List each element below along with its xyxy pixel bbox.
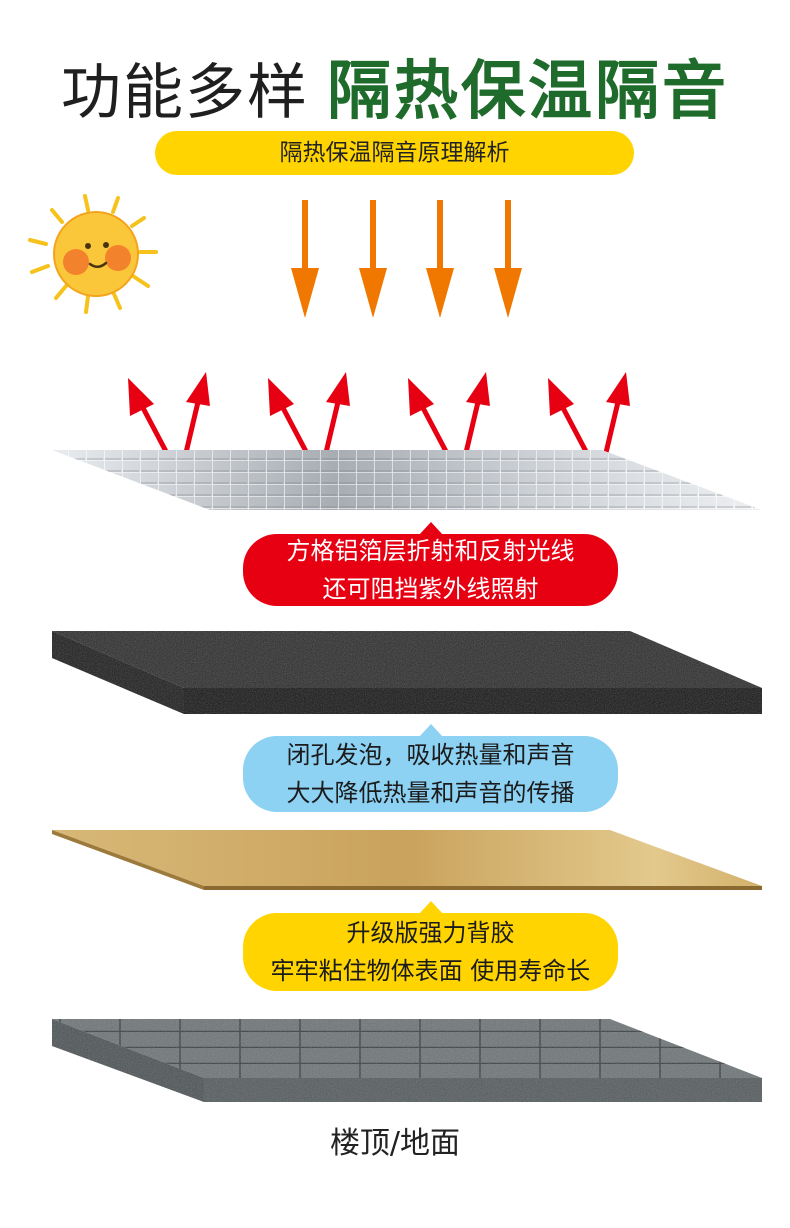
adhesive-tip-line-2: 牢牢粘住物体表面 使用寿命长 [270,957,591,985]
foam-tip-line-1: 闭孔发泡，吸收热量和声音 [286,741,575,769]
foam-tip-bubble: 闭孔发泡，吸收热量和声音 大大降低热量和声音的传播 [243,724,618,812]
orange-down-arrow-icon [494,200,522,318]
foil-tip-line-1: 方格铝箔层折射和反射光线 [286,537,575,565]
orange-down-arrow-icon [359,200,387,318]
sunlight-arrows [291,200,522,318]
foil-tip-line-2: 还可阻挡紫外线照射 [322,575,539,603]
foam-layer [52,631,762,714]
base-label: 楼顶/地面 [329,1126,461,1161]
tip-pointer [418,724,443,737]
page-title: 功能多样隔热保温隔音 [0,40,790,132]
orange-down-arrow-icon [291,200,319,318]
foam-tip-line-2: 大大降低热量和声音的传播 [286,779,575,807]
foil-tip-bubble: 方格铝箔层折射和反射光线 还可阻挡紫外线照射 [243,522,618,606]
title-bold: 隔热保温隔音 [327,55,729,129]
adhesive-tip-bubble: 升级版强力背胶 牢牢粘住物体表面 使用寿命长 [243,901,618,991]
tip-pointer [418,522,443,535]
adhesive-layer [52,830,762,890]
aluminum-foil-layer [52,450,762,510]
roof-floor-base [52,1019,762,1102]
subtitle-pill: 隔热保温隔音原理解析 [155,131,634,175]
sun-icon [28,194,158,314]
orange-down-arrow-icon [426,200,454,318]
adhesive-tip-line-1: 升级版强力背胶 [346,919,515,947]
tip-pointer [418,901,443,914]
title-light: 功能多样 [61,58,309,128]
